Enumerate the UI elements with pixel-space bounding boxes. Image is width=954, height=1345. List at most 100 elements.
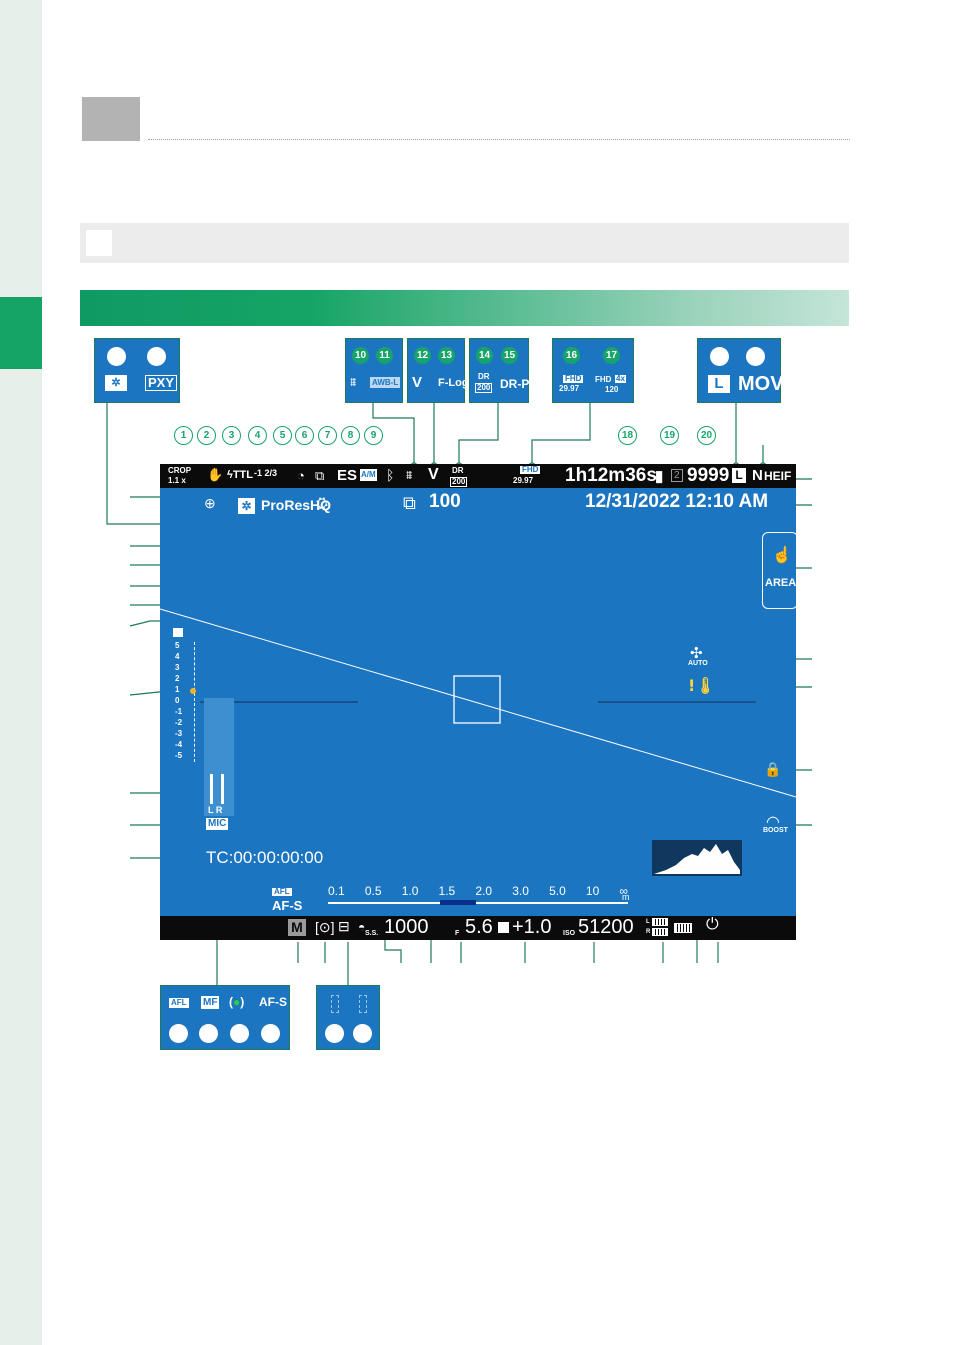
f-prefix: F [455,930,460,937]
codec-label: ProResHQ [261,497,332,513]
blank-callout-circle [169,1024,188,1043]
callout-number: 12 [414,347,431,364]
callout-box-12-13: 12 13 V F-Log [407,338,469,403]
focus-afl-label: AFL [169,998,189,1008]
cooling-icon: ⛭ [316,495,329,512]
pxy-label: PXY [145,375,178,391]
callout-number: 15 [501,347,518,364]
film-sim-icon: V [412,374,423,391]
size-l-icon: L [708,375,730,393]
note-bar [80,223,849,263]
section-square [82,97,140,141]
blank-callout-circle [746,347,765,366]
shutter-icon: ✲ [105,375,127,391]
flog-label: F-Log [438,377,469,389]
image-stabilizer-icon: ✋ [207,467,224,482]
flash-mode: ϟTTL [227,469,253,481]
touch-hand-icon: ☝ [772,547,792,564]
bluetooth-icon: ᛒ [386,467,395,483]
af-mode: AF-S [272,898,303,913]
fhd-rate: 29.97 [513,476,534,485]
mov-label: MOV [738,373,784,395]
shutter-speed: 1000 [384,916,429,938]
ael-icon [331,995,339,1013]
file-format: HEIF [764,469,792,483]
temperature-warning-icon: !🌡 [688,676,716,695]
wb-bulb-icon: ⩩ [350,375,357,389]
distance-tick: 0.1 [328,884,345,898]
flash-label: TTL [232,469,253,481]
frame-count-icon: ⧉ [403,493,416,513]
power-plug-icon: ⏻ [706,916,719,933]
iso-value: 51200 [578,916,634,938]
blank-callout-circle [199,1024,218,1043]
quality: N [752,467,763,484]
shots-remaining: 9999 [687,465,730,486]
ev-tick: 4 [175,652,180,661]
blank-callout-circle [261,1024,280,1043]
focus-indicator: (●) [229,995,245,1009]
callout-box-size-mov: L MOV [697,338,784,403]
distance-tick: 10 [585,884,600,898]
blank-callout-circle [710,347,729,366]
awb-label: AWB-L [370,377,401,388]
shutter-dome-icon: ◓ [358,920,366,934]
distance-tick: 1.5 [438,884,456,898]
callout-box-focus-modes: AFL MF (●) AF-S [160,985,290,1050]
page-sidebar [0,0,42,1345]
note-icon [86,230,112,256]
callout-number: 9 [364,426,383,445]
dr-value: 200 [475,383,493,393]
exposure-compensation: +1.0 [512,916,552,938]
iso-prefix: ISO [563,930,576,937]
timecode: TC:00:00:00:00 [206,848,324,867]
exposure-comp-icon [498,922,509,933]
distance-bar [328,902,628,904]
callout-box-10-11: 10 11 ⩩ AWB-L [345,338,403,403]
metering-icon: [⊙] [315,919,335,935]
callout-number: 1 [174,426,193,445]
card-slot-2: 2 [671,469,683,482]
distance-tick: 5.0 [549,884,566,898]
callout-number: 20 [697,426,716,445]
self-timer-icon: ◔ [297,468,305,483]
distance-indicator: 0.1 0.5 1.0 1.5 2.0 3.0 5.0 10 ∞ m [328,884,634,908]
audio-level-r-bar [221,774,224,804]
battery-l-label: L [646,919,650,925]
audio-channel-labels: L R [208,805,223,815]
battery-r-label: R [646,929,651,935]
callout-number: 17 [603,347,620,364]
fhd-label: FHD [520,465,541,474]
white-balance-icon: ⩩ [406,468,413,482]
ev-tick: 0 [175,696,180,705]
date-time: 12/31/2022 12:10 AM [585,491,769,512]
blank-callout-circle [353,1024,372,1043]
boost-label: BOOST [763,827,788,834]
dotted-rule [148,139,850,140]
fhd-rate: 29.97 [559,384,580,393]
dr-top: DR [478,372,490,381]
ev-icon [173,628,183,637]
dr-label: DR [452,466,464,475]
am-switch: A/M [360,469,377,481]
ev-tick: -4 [175,740,183,749]
ev-tick: -2 [175,718,183,727]
exposure-mode: M [288,919,306,936]
depth-of-field-bar [440,900,476,905]
section-header-bar [80,290,849,326]
afl-label: AFL [272,887,292,896]
ev-tick: 5 [175,641,180,650]
frame-count: 100 [429,491,461,512]
flash-compensation: -1 2/3 [254,468,278,478]
fan-auto-label: AUTO [688,660,708,667]
histogram [652,840,742,876]
fhd-top: FHD [563,374,584,383]
ael-afl-icon: ⊟ [338,918,350,934]
flash-bolt-icon: ϟ [227,469,233,481]
callout-number: 18 [618,426,637,445]
distance-tick: 2.0 [475,884,493,898]
battery-r-icon [652,928,669,936]
blank-callout-circle [107,347,126,366]
touch-area-button[interactable]: ☝ AREA [762,532,796,609]
film-simulation-icon: V [428,466,439,483]
